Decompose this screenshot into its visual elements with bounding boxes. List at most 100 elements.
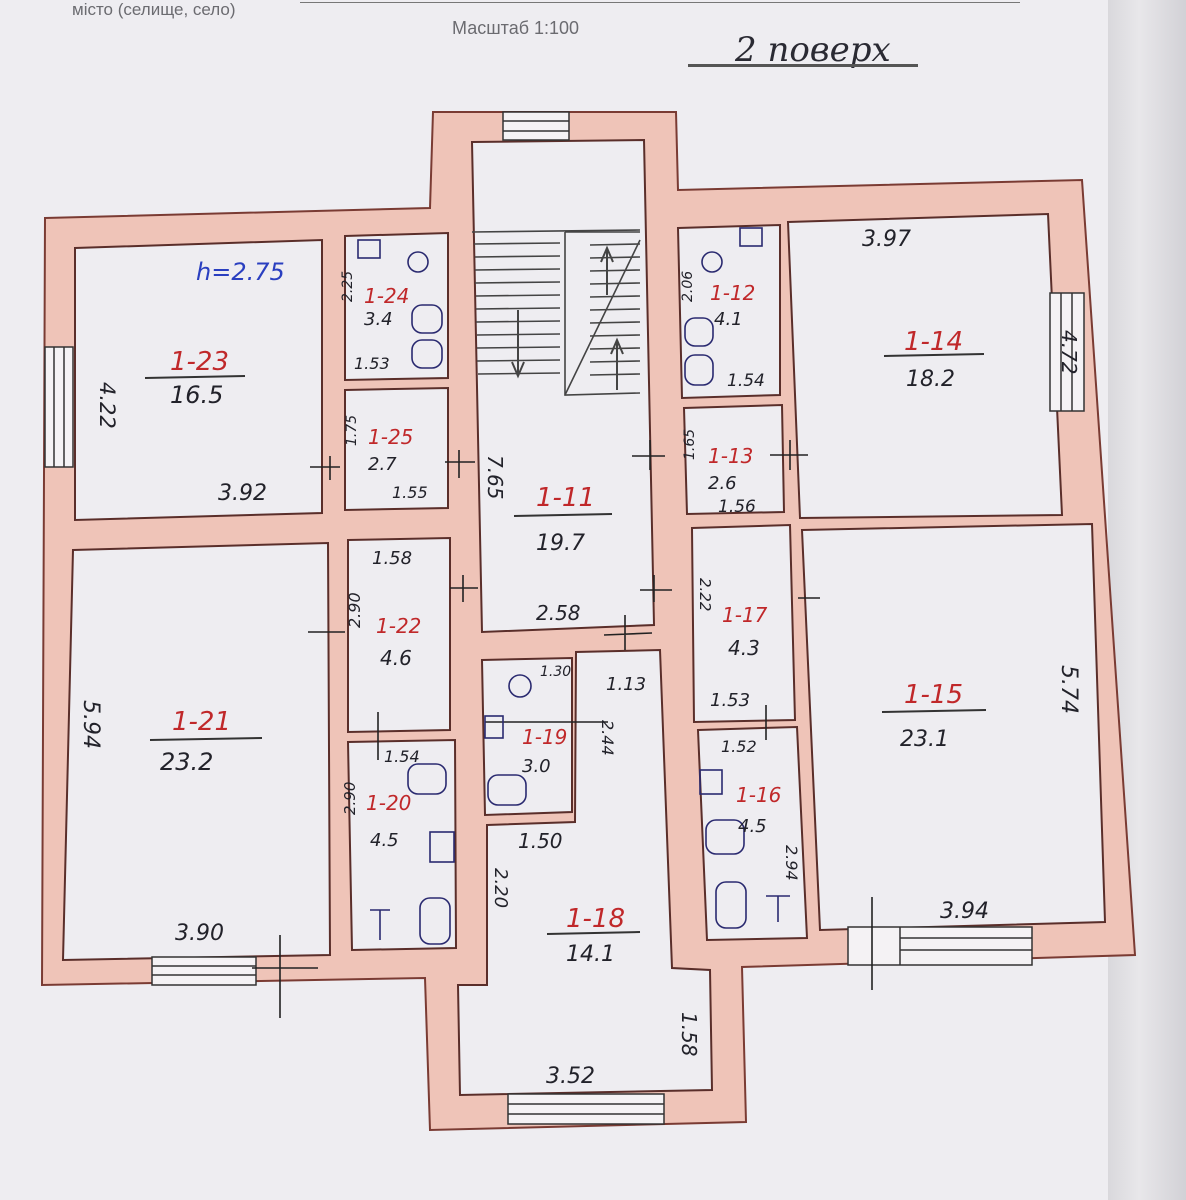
dimension-labels: 4.22 3.92 1.53 1.55 1.58 2.90 1.54 5.94 … [78, 227, 1081, 1089]
toilet-icon [487, 774, 527, 806]
tap-icon [370, 909, 390, 940]
room-id: 1-20 [366, 791, 411, 815]
room-id: 1-23 [170, 347, 229, 377]
header-rule [300, 2, 1020, 3]
dim-label: 1.56 [718, 497, 756, 517]
room-id: 1-14 [904, 327, 963, 357]
room-area: 4.1 [714, 309, 743, 330]
room-area: 14.1 [566, 942, 615, 967]
room-1-20 [346, 738, 458, 952]
floor-title: 2 поверх [735, 30, 891, 70]
room-1-21 [61, 541, 332, 962]
dim-label: 2.06 [680, 271, 696, 302]
dim-label: 1.50 [518, 829, 563, 853]
dim-label: 1.53 [354, 354, 390, 373]
ceiling-height: h=2.75 [196, 258, 285, 286]
room-1-17 [690, 523, 797, 724]
room-area: 4.6 [380, 646, 412, 670]
dim-label: 1.75 [344, 415, 360, 446]
door-marks [252, 440, 873, 1018]
room-1-15 [800, 522, 1107, 932]
room-1-23 [74, 238, 323, 522]
room-1-14 [786, 212, 1064, 520]
room-area: 23.2 [160, 748, 213, 776]
dim-label: 2.44 [598, 720, 617, 756]
window-top [502, 111, 570, 141]
room-area: 4.5 [738, 816, 767, 837]
room-id: 1-19 [522, 725, 567, 749]
dim-label: 3.97 [862, 227, 911, 252]
room-id: 1-11 [536, 483, 595, 513]
sink-icon [407, 251, 429, 273]
toilet-icon [684, 317, 714, 347]
scale-label: Масштаб 1:100 [452, 18, 580, 38]
room-id: 1-21 [172, 707, 231, 737]
dim-label: 5.94 [78, 700, 103, 749]
dim-label: 5.74 [1056, 665, 1081, 714]
shower-icon [739, 227, 763, 247]
room-id: 1-25 [368, 425, 413, 449]
toilet-icon [684, 354, 714, 386]
toilet-icon [705, 819, 745, 855]
dim-label: 2.90 [341, 782, 359, 815]
room-area: 4.3 [728, 636, 760, 660]
room-1-18 [456, 648, 714, 1097]
room-id: 1-12 [710, 281, 755, 305]
dim-label: 7.65 [483, 455, 507, 500]
room-area: 2.6 [708, 473, 737, 494]
window-bottom-right [847, 926, 1033, 966]
dim-label: 2.90 [345, 592, 364, 628]
tap-icon [766, 895, 790, 922]
window-bottom-mid [507, 1093, 665, 1125]
toilet-icon [419, 897, 451, 945]
dim-label: 1.58 [372, 548, 412, 569]
room-area: 16.5 [170, 381, 223, 409]
room-id: 1-17 [722, 603, 768, 627]
toilet-icon [407, 763, 447, 795]
room-area: 18.2 [906, 367, 955, 392]
room-id: 1-15 [904, 680, 963, 710]
window-right [1049, 292, 1085, 412]
room-1-22 [347, 536, 451, 734]
dim-label: 1.30 [540, 664, 571, 680]
shower-icon [357, 239, 381, 259]
paper-edge [1108, 0, 1186, 1200]
dim-label: 2.20 [490, 868, 511, 908]
room-id: 1-16 [736, 783, 781, 807]
room-id: 1-24 [364, 284, 409, 308]
staircase [471, 229, 641, 396]
dim-label: 4.22 [95, 382, 119, 429]
room-id: 1-22 [376, 614, 421, 638]
room-1-16 [696, 725, 809, 942]
room-area: 23.1 [900, 727, 949, 752]
city-label: місто (селище, село) [72, 0, 236, 19]
room-1-13 [682, 403, 786, 516]
dim-label: 2.94 [782, 845, 801, 881]
dim-label: 2.25 [340, 271, 356, 302]
toilet-icon [411, 339, 443, 369]
room-1-11 [470, 138, 656, 634]
dim-label: 1.54 [384, 747, 420, 766]
room-area: 4.5 [370, 830, 399, 851]
window-left [44, 346, 74, 468]
room-1-24 [344, 231, 449, 382]
dim-label: 1.65 [682, 429, 698, 460]
dim-label: 1.53 [710, 690, 750, 711]
room-labels: h=2.75 1-23 16.5 1-24 3.4 1-25 2.7 1-22 … [144, 258, 987, 967]
room-id: 1-18 [566, 904, 625, 934]
room-area: 3.4 [364, 309, 393, 330]
dim-label: 1.58 [677, 1012, 701, 1057]
room-area: 2.7 [368, 454, 397, 475]
windows [44, 111, 1085, 1125]
room-area: 3.0 [522, 756, 551, 777]
dim-label: 4.72 [1057, 330, 1081, 375]
dim-label: 3.52 [546, 1064, 595, 1089]
floor-title-underline [688, 64, 918, 67]
dim-label: 2.58 [536, 601, 581, 625]
dim-label: 2.22 [696, 578, 714, 611]
dim-label: 1.54 [727, 371, 765, 391]
bathtub-icon [699, 769, 723, 795]
sink-icon [701, 251, 723, 273]
room-id: 1-13 [708, 444, 753, 468]
dim-label: 1.52 [721, 737, 757, 756]
